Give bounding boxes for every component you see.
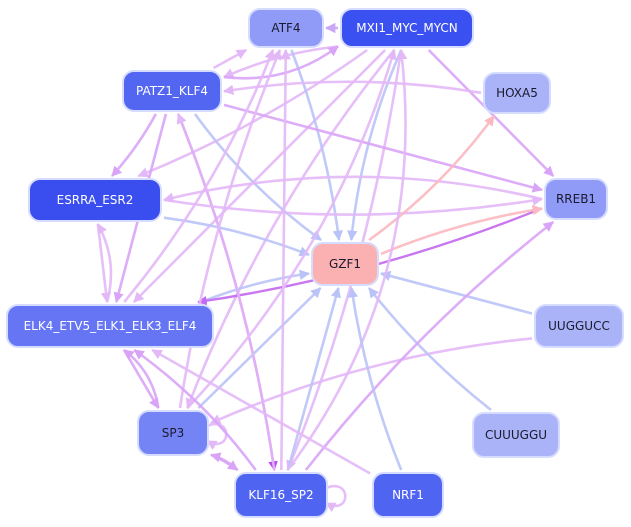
- edge-patz1-klf4-to-esrra-esr2: [111, 113, 157, 177]
- edge-gzf1-to-hoxa5: [368, 115, 495, 242]
- node-hoxa5[interactable]: HOXA5: [483, 72, 551, 114]
- node-atf4[interactable]: ATF4: [248, 8, 324, 48]
- node-sp3[interactable]: SP3: [137, 410, 209, 456]
- edge-elk4-etv5-elk1-elk3-elf4-to-sp3: [122, 349, 160, 409]
- node-label: UUGGUCC: [548, 319, 610, 333]
- edge-elk4-etv5-elk1-elk3-elf4-to-gzf1: [200, 269, 311, 304]
- node-uuggucc[interactable]: UUGGUCC: [534, 304, 624, 348]
- node-klf16-sp2[interactable]: KLF16_SP2: [234, 472, 328, 518]
- node-label: ATF4: [271, 21, 301, 35]
- edge-gzf1-to-rreb1: [380, 204, 544, 256]
- node-label: GZF1: [328, 257, 362, 271]
- node-label: NRF1: [392, 488, 424, 502]
- edge-mxi1-myc-mycn-to-sp3: [185, 49, 396, 409]
- node-label: ESRRA_ESR2: [56, 193, 134, 207]
- edge-elk4-etv5-elk1-elk3-elf4-to-esrra-esr2: [96, 223, 113, 303]
- edge-rreb1-to-esrra-esr2: [162, 175, 543, 203]
- edge-mxi1-myc-mycn-to-elk4-etv5-elk1-elk3-elf4: [132, 49, 387, 303]
- edge-cuuuggu-to-gzf1: [367, 287, 492, 412]
- node-label: CUUUGGU: [484, 428, 548, 442]
- node-gzf1[interactable]: GZF1: [311, 242, 379, 286]
- node-rreb1[interactable]: RREB1: [544, 178, 608, 220]
- edge-mxi1-myc-mycn-to-patz1-klf4: [223, 45, 339, 79]
- edge-sp3-to-elk4-etv5-elk1-elk3-elf4: [123, 348, 160, 409]
- edge-nrf1-to-gzf1: [347, 286, 403, 471]
- node-label: MXI1_MYC_MYCN: [356, 21, 458, 35]
- node-patz1-klf4[interactable]: PATZ1_KLF4: [122, 70, 222, 112]
- edge-elk4-etv5-elk1-elk3-elf4-to-atf4: [123, 49, 275, 303]
- edge-atf4-to-gzf1: [290, 49, 343, 242]
- node-label: ELK4_ETV5_ELK1_ELK3_ELF4: [23, 319, 197, 333]
- node-esrra-esr2[interactable]: ESRRA_ESR2: [28, 178, 162, 222]
- edge-klf16-sp2-to-atf4: [280, 48, 291, 471]
- edge-patz1-klf4-to-rreb1: [223, 103, 544, 193]
- edge-esrra-esr2-to-rreb1: [163, 195, 544, 216]
- node-label: PATZ1_KLF4: [135, 84, 209, 98]
- edge-patz1-klf4-to-atf4: [212, 48, 248, 70]
- edge-klf16-sp2-to-patz1-klf4: [176, 113, 276, 471]
- edge-patz1-klf4-to-mxi1-myc-mycn: [223, 45, 339, 80]
- node-nrf1[interactable]: NRF1: [372, 472, 444, 518]
- edge-sp3-to-gzf1: [197, 287, 322, 409]
- edge-patz1-klf4-to-gzf1: [193, 113, 322, 242]
- edge-sp3-to-mxi1-myc-mycn: [186, 49, 397, 409]
- edges-layer: [96, 22, 555, 513]
- edge-nrf1-to-elk4-etv5-elk1-elk3-elf4: [151, 348, 371, 475]
- edge-klf16-sp2-to-klf16-sp2: [323, 484, 347, 513]
- node-cuuuggu[interactable]: CUUUGGU: [472, 412, 560, 458]
- edge-klf16-sp2-to-gzf1: [286, 286, 341, 471]
- edge-klf16-sp2-to-elk4-etv5-elk1-elk3-elf4: [133, 348, 257, 471]
- edge-esrra-esr2-to-gzf1: [163, 216, 310, 257]
- node-label: RREB1: [555, 192, 597, 206]
- node-label: HOXA5: [496, 86, 538, 100]
- edge-klf16-sp2-to-mxi1-myc-mycn: [286, 48, 408, 471]
- edge-klf16-sp2-to-sp3: [210, 452, 239, 471]
- edge-klf16-sp2-to-rreb1: [304, 220, 554, 471]
- edge-mxi1-myc-mycn-to-esrra-esr2: [137, 48, 368, 178]
- node-label: KLF16_SP2: [248, 488, 314, 502]
- node-elk4-etv5-elk1-elk3-elf4[interactable]: ELK4_ETV5_ELK1_ELK3_ELF4: [6, 304, 214, 348]
- node-mxi1-myc-mycn[interactable]: MXI1_MYC_MYCN: [340, 8, 474, 48]
- edge-hoxa5-to-patz1-klf4: [222, 80, 482, 96]
- node-label: SP3: [161, 426, 185, 440]
- edge-uuggucc-to-gzf1: [379, 270, 533, 315]
